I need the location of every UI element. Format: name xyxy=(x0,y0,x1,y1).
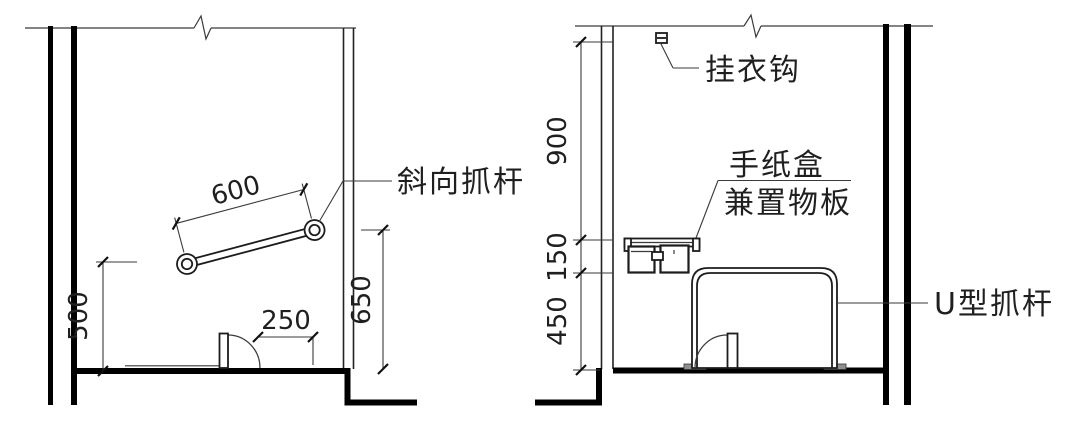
label-paper-box: 手纸盒 兼置物板 xyxy=(695,148,852,239)
diagonal-grab-bar-group: 600 xyxy=(171,170,326,275)
label-coat-hook: 挂衣钩 xyxy=(660,43,801,88)
paper-roll-box-left xyxy=(627,245,656,274)
label-u-bar: U型抓杆 xyxy=(838,287,1054,322)
wall-break-line xyxy=(25,14,356,41)
door xyxy=(218,332,261,369)
grab-bar-flange-low xyxy=(176,253,198,275)
label-text-u-bar: U型抓杆 xyxy=(934,287,1054,322)
leader-line xyxy=(660,43,674,69)
left-wall xyxy=(600,26,614,369)
label-text-coat-hook: 挂衣钩 xyxy=(705,53,801,88)
left-wall xyxy=(48,26,77,405)
right-wall xyxy=(342,28,355,369)
floor-step xyxy=(344,368,417,406)
dim-text-450: 450 xyxy=(543,296,573,346)
dim-500: 500 xyxy=(64,256,137,377)
dim-text-650: 650 xyxy=(347,275,377,325)
dim-text-250: 250 xyxy=(261,306,311,336)
coat-hook xyxy=(655,32,668,44)
dim-text-500: 500 xyxy=(64,291,94,341)
right-elevation-u-grab-bar: 挂衣钩 手纸盒 兼置物板 U型抓杆 xyxy=(535,13,1054,406)
door-leaf xyxy=(726,332,739,369)
dim-text-600: 600 xyxy=(208,170,264,212)
dim-250: 250 xyxy=(252,306,319,365)
leader-line xyxy=(695,180,719,239)
u-shaped-grab-bar xyxy=(683,267,847,370)
paper-roll-box-right xyxy=(659,244,690,274)
diagonal-grab-bar xyxy=(184,225,317,269)
label-text-paper-box-line2: 兼置物板 xyxy=(724,186,852,221)
dim-text-150: 150 xyxy=(543,232,573,282)
dim-650: 650 xyxy=(347,224,390,375)
door xyxy=(694,332,739,369)
label-diagonal-grab-bar: 斜向抓杆 xyxy=(318,165,525,223)
label-text-diagonal-grab-bar: 斜向抓杆 xyxy=(397,165,525,200)
floor xyxy=(71,365,351,374)
door-leaf xyxy=(218,332,229,369)
grab-bar-flange-high xyxy=(303,219,326,241)
left-elevation-diagonal-grab-bar: 600 500 650 250 xyxy=(25,14,525,406)
label-text-paper-box-line1: 手纸盒 xyxy=(729,148,825,183)
dim-chain-900-150-450: 900 150 450 xyxy=(543,36,613,376)
right-wall xyxy=(883,24,911,405)
leader-line xyxy=(318,180,344,223)
wall-break-line xyxy=(575,13,933,39)
door-swing-arc xyxy=(694,334,728,369)
floor-step xyxy=(535,368,602,406)
paper-box-shelf xyxy=(623,237,701,274)
u-bar-inner xyxy=(696,272,833,368)
u-bar-outer xyxy=(691,267,838,369)
door-swing-arc xyxy=(227,334,261,369)
dim-text-900: 900 xyxy=(543,116,573,166)
roll-holder-bracket xyxy=(651,251,664,261)
